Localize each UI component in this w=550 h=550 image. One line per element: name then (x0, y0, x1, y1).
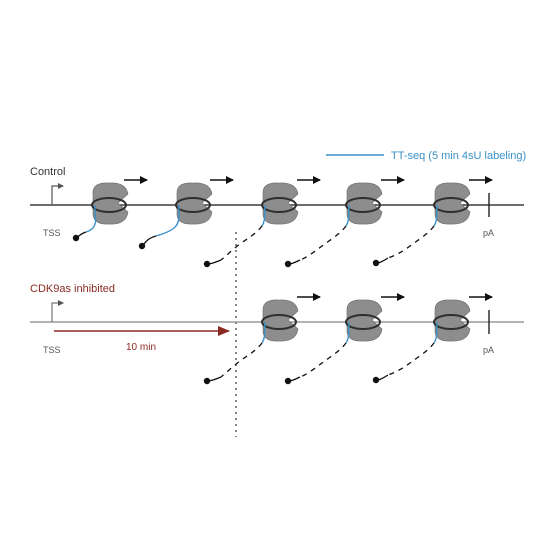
polymerase-1 (203, 293, 321, 385)
polymerase-1 (72, 176, 148, 242)
rna-tail (143, 235, 157, 245)
rna-5prime-cap (284, 260, 292, 268)
nascent-rna (345, 204, 350, 227)
rna-tail (299, 342, 347, 378)
dna-ring (261, 197, 297, 213)
dna-ring (433, 314, 469, 330)
rna-5prime-cap (203, 260, 211, 268)
rna-polymerase-icon (176, 182, 213, 225)
polymerase-2 (284, 293, 405, 385)
rna-tail (208, 259, 222, 265)
polymerase-3 (203, 176, 321, 268)
rna-5prime-cap (138, 242, 146, 250)
legend: TT-seq (5 min 4sU labeling) (326, 150, 526, 162)
rna-tail (220, 225, 263, 261)
rna-polymerase-icon (434, 182, 471, 225)
control-polymerases (72, 176, 493, 268)
dna-ring (433, 197, 469, 213)
nascent-rna (261, 204, 266, 227)
rna-tail (289, 259, 301, 265)
dna-ring (345, 197, 381, 213)
inhibited-panel: CDK9as inhibited TSS 10 min pA (30, 283, 524, 385)
rna-tail (387, 342, 435, 376)
delay-label: 10 min (126, 342, 156, 353)
rna-tail (377, 257, 389, 264)
inhibited-pa-label: pA (483, 345, 494, 355)
nascent-rna (261, 321, 266, 344)
rna-polymerase-icon (92, 182, 129, 225)
dna-ring (261, 314, 297, 330)
inhibited-title: CDK9as inhibited (30, 283, 115, 295)
rna-polymerase-icon (346, 182, 383, 225)
dna-ring (175, 197, 211, 213)
polymerase-3 (372, 293, 493, 384)
nascent-rna (433, 321, 438, 344)
dna-ring (91, 197, 127, 213)
rna-tail (377, 374, 389, 381)
rna-tail (208, 376, 222, 382)
rna-polymerase-icon (262, 182, 299, 225)
rna-polymerase-icon (262, 299, 299, 342)
rna-tail (387, 225, 435, 259)
rna-5prime-cap (203, 377, 211, 385)
dna-ring (345, 314, 381, 330)
polymerase-2 (138, 176, 234, 250)
control-title: Control (30, 166, 65, 178)
nascent-rna (85, 204, 97, 233)
rna-5prime-cap (372, 376, 380, 384)
rna-tail (289, 376, 301, 382)
rna-polymerase-icon (346, 299, 383, 342)
nascent-rna (155, 204, 180, 237)
control-pa-label: pA (483, 228, 494, 238)
nascent-rna (345, 321, 350, 344)
rna-5prime-cap (372, 259, 380, 267)
tss-bent-arrow-icon (51, 183, 64, 205)
rna-5prime-cap (72, 234, 80, 242)
legend-label: TT-seq (5 min 4sU labeling) (391, 150, 526, 162)
control-panel: Control TSS pA (30, 166, 524, 268)
polymerase-5 (372, 176, 493, 267)
control-tss-label: TSS (43, 228, 61, 238)
rna-tail (220, 342, 263, 378)
rna-polymerase-icon (434, 299, 471, 342)
rna-tail (299, 225, 347, 261)
inhibited-tss-label: TSS (43, 345, 61, 355)
tss-bent-arrow-icon (51, 300, 64, 322)
inhibited-polymerases (203, 293, 493, 385)
polymerase-4 (284, 176, 405, 268)
nascent-rna (433, 204, 438, 227)
rna-5prime-cap (284, 377, 292, 385)
